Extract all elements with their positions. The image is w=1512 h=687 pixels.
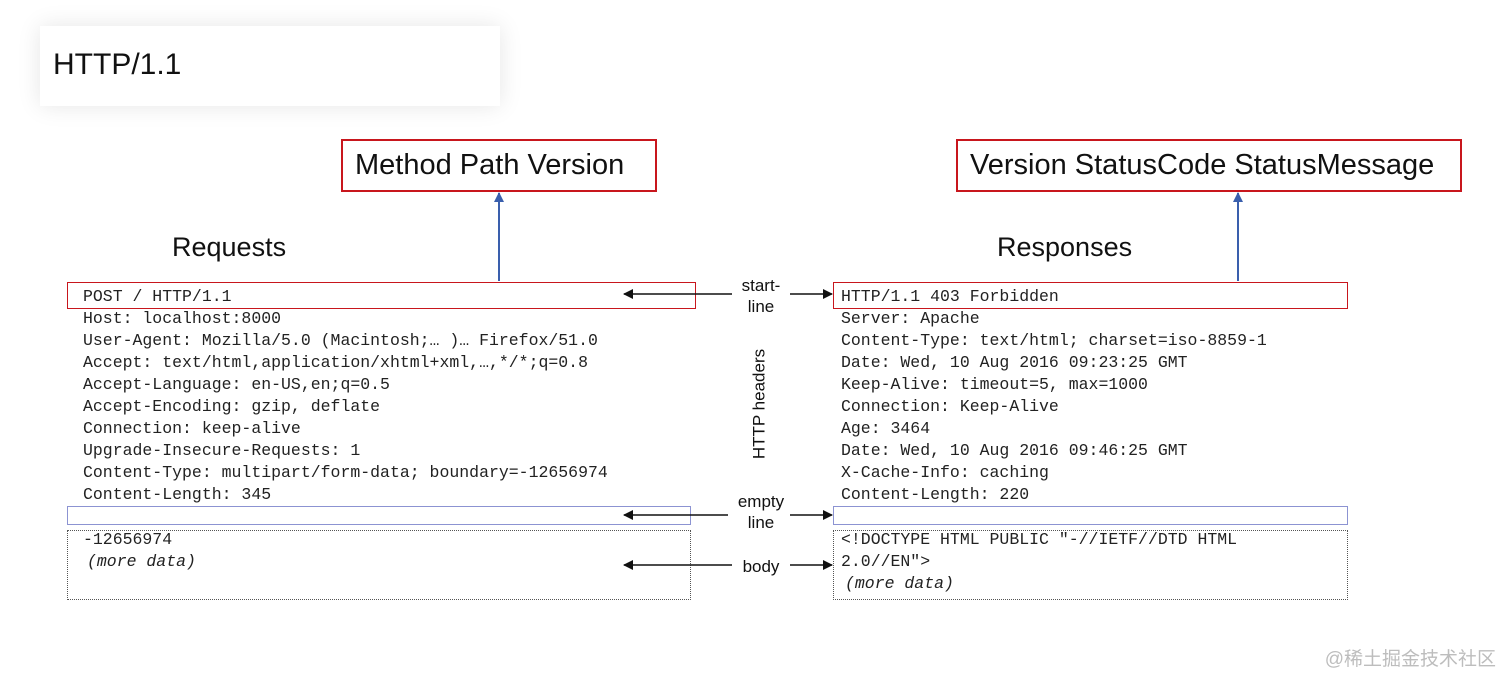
request-body-line: -12656974 [83,530,173,549]
request-header-line: Accept-Encoding: gzip, deflate [83,397,381,416]
response-body-more: (more data) [845,574,954,593]
start-line-label-2: line [747,297,775,316]
request-startline-format-label: Method Path Version [355,149,625,181]
page-title: HTTP/1.1 [53,48,182,81]
response-header-line: Server: Apache [841,309,980,328]
response-body-box [833,530,1348,600]
response-header-line: Date: Wed, 10 Aug 2016 09:23:25 GMT [841,353,1188,372]
request-header-line: Host: localhost:8000 [83,309,282,328]
request-empty-line-box [67,506,691,525]
title-card: HTTP/1.1 [40,26,500,106]
requests-heading: Requests [172,232,287,262]
response-header-line: X-Cache-Info: caching [841,463,1049,482]
request-header-line: User-Agent: Mozilla/5.0 (Macintosh;… )… … [83,331,598,350]
request-header-line: Content-Type: multipart/form-data; bound… [83,463,608,482]
response-body-line-1: <!DOCTYPE HTML PUBLIC "-//IETF//DTD HTML [841,530,1238,549]
response-header-line: Connection: Keep-Alive [841,397,1059,416]
request-header-line: Connection: keep-alive [83,419,301,438]
responses-heading: Responses [997,232,1133,262]
response-startline-format-box: Version StatusCode StatusMessage [956,139,1462,192]
request-header-line: Accept-Language: en-US,en;q=0.5 [83,375,390,394]
request-header-line: Upgrade-Insecure-Requests: 1 [83,441,361,460]
request-startline-box [67,282,696,309]
watermark: @稀土掘金技术社区 [1324,649,1496,670]
response-startline-text: HTTP/1.1 403 Forbidden [841,287,1059,306]
request-header-line: Accept: text/html,application/xhtml+xml,… [83,353,588,372]
response-startline-format-label: Version StatusCode StatusMessage [970,149,1435,181]
request-headers: Host: localhost:8000 User-Agent: Mozilla… [83,308,608,506]
request-header-line: Content-Length: 345 [83,485,272,504]
body-label: body [742,557,780,576]
empty-line-label-2: line [747,513,775,532]
response-header-line: Content-Type: text/html; charset=iso-885… [841,331,1267,350]
response-header-line: Age: 3464 [841,419,931,438]
empty-line-label: empty line [725,491,797,533]
start-line-label: start- line [730,275,792,317]
request-startline-format-box: Method Path Version [341,139,657,192]
response-header-line: Date: Wed, 10 Aug 2016 09:46:25 GMT [841,441,1188,460]
start-line-label-1: start- [741,276,781,295]
response-body-line-2: 2.0//EN"> [841,552,931,571]
request-body-more: (more data) [87,552,196,571]
response-headers: Server: Apache Content-Type: text/html; … [841,308,1267,506]
response-startline-box [833,282,1348,309]
response-empty-line-box [833,506,1348,525]
request-startline-text: POST / HTTP/1.1 [83,287,232,306]
http-headers-label: HTTP headers [749,348,769,460]
response-header-line: Content-Length: 220 [841,485,1030,504]
response-header-line: Keep-Alive: timeout=5, max=1000 [841,375,1148,394]
empty-line-label-1: empty [737,492,785,511]
